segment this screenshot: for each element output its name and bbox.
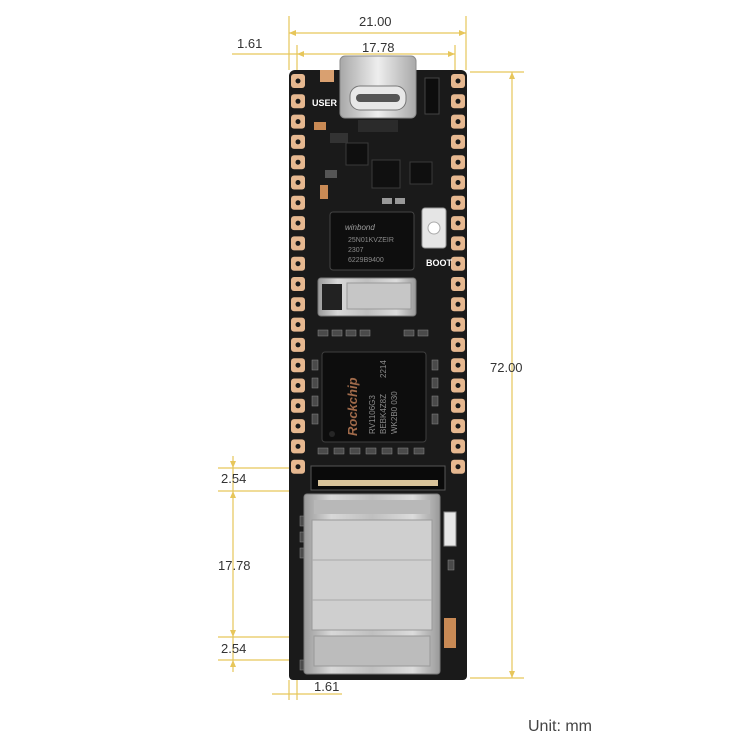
passive-component xyxy=(349,447,361,455)
unit-label: Unit: mm xyxy=(528,718,592,735)
right-pad-hole xyxy=(455,240,461,246)
dimension-lines xyxy=(218,16,524,700)
left-pad-hole xyxy=(295,159,301,165)
passive-component xyxy=(431,413,439,425)
soc-brand: Rockchip xyxy=(345,377,360,436)
left-pad-hole xyxy=(295,443,301,449)
top-components xyxy=(314,70,440,204)
fpc-connector xyxy=(310,465,446,491)
dim-left-offset-top: 1.61 xyxy=(237,36,263,51)
soc-line1: RV1106G3 xyxy=(368,395,377,434)
left-pad-hole xyxy=(295,342,301,348)
right-pad-hole xyxy=(455,261,461,267)
flash-line2: 2307 xyxy=(348,247,364,254)
flash-brand: winbond xyxy=(345,223,375,232)
right-pad-hole xyxy=(455,383,461,388)
left-pad-hole xyxy=(295,240,301,246)
soc-line2: BEBK4Z8Z xyxy=(379,394,388,434)
soc-line3: 2214 xyxy=(379,360,388,378)
right-pad-hole xyxy=(455,220,461,226)
left-pad-hole xyxy=(295,403,301,409)
passive-component xyxy=(417,329,429,337)
dim-left-span: 17.78 xyxy=(218,558,251,573)
right-pad-hole xyxy=(455,281,461,287)
left-pad-hole xyxy=(295,423,301,429)
flash-line1: 25N01KVZEIR xyxy=(348,237,394,244)
left-pad-hole xyxy=(295,362,301,368)
passive-component xyxy=(311,359,319,371)
right-header-pads xyxy=(451,74,465,474)
left-pad-hole xyxy=(295,220,301,226)
soc-chip xyxy=(321,351,427,443)
passive-component xyxy=(311,377,319,389)
passive-component xyxy=(413,447,425,455)
left-pad-hole xyxy=(295,78,301,84)
user-label: USER xyxy=(312,98,338,108)
right-pad-hole xyxy=(455,322,461,328)
boot-label: BOOT xyxy=(426,258,453,268)
passive-component xyxy=(397,447,409,455)
dimension-arrows xyxy=(230,30,515,678)
passive-component xyxy=(311,395,319,407)
ethernet-jack xyxy=(303,493,457,675)
sd-card-slot xyxy=(317,277,417,317)
left-pad-hole xyxy=(295,119,301,125)
boot-button xyxy=(421,207,447,249)
flash-markings: winbond 25N01KVZEIR 2307 6229B9400 xyxy=(345,223,394,264)
passive-component xyxy=(345,329,357,337)
passive-component xyxy=(431,377,439,389)
soc-line4: WK2B0 030 xyxy=(390,391,399,434)
dim-top-width: 21.00 xyxy=(359,14,392,29)
right-pad-hole xyxy=(455,139,461,145)
dim-left-pitch-bottom: 2.54 xyxy=(221,641,247,656)
left-pad-hole xyxy=(295,180,301,185)
passive-component xyxy=(381,447,393,455)
soc-markings: Rockchip RV1106G3 BEBK4Z8Z 2214 WK2B0 03… xyxy=(345,360,399,436)
dim-height: 72.00 xyxy=(490,360,523,375)
dim-left-pitch-top: 2.54 xyxy=(221,471,247,486)
passive-component xyxy=(311,413,319,425)
left-pad-hole xyxy=(295,281,301,287)
right-pad-hole xyxy=(455,200,461,206)
right-pad-hole xyxy=(455,342,461,348)
flash-line3: 6229B9400 xyxy=(348,257,384,264)
passive-component xyxy=(431,359,439,371)
passive-component xyxy=(333,447,345,455)
flash-chip xyxy=(329,211,415,271)
passive-components xyxy=(299,329,455,671)
left-pad-hole xyxy=(295,464,301,470)
dim-bottom-offset: 1.61 xyxy=(314,679,340,694)
right-pad-hole xyxy=(455,464,461,470)
usb-c-connector xyxy=(339,55,417,119)
right-pad-hole xyxy=(455,180,461,185)
passive-component xyxy=(359,329,371,337)
right-pad-hole xyxy=(455,443,461,449)
left-pad-hole xyxy=(295,200,301,206)
right-pad-hole xyxy=(455,362,461,368)
right-pad-hole xyxy=(455,403,461,409)
left-pad-hole xyxy=(295,301,301,307)
passive-component xyxy=(317,447,329,455)
left-pad-hole xyxy=(295,383,301,388)
dim-top-pitch: 17.78 xyxy=(362,40,395,55)
right-pad-hole xyxy=(455,119,461,125)
passive-component xyxy=(365,447,377,455)
passive-component xyxy=(447,559,455,571)
passive-component xyxy=(331,329,343,337)
left-pad-hole xyxy=(295,139,301,145)
left-pad-hole xyxy=(295,98,301,104)
passive-component xyxy=(403,329,415,337)
right-pad-hole xyxy=(455,98,461,104)
left-header-pads xyxy=(291,74,305,474)
left-pad-hole xyxy=(295,322,301,328)
right-pad-hole xyxy=(455,78,461,84)
right-pad-hole xyxy=(455,301,461,307)
passive-component xyxy=(431,395,439,407)
right-pad-hole xyxy=(455,159,461,165)
passive-component xyxy=(317,329,329,337)
left-pad-hole xyxy=(295,261,301,267)
right-pad-hole xyxy=(455,423,461,429)
